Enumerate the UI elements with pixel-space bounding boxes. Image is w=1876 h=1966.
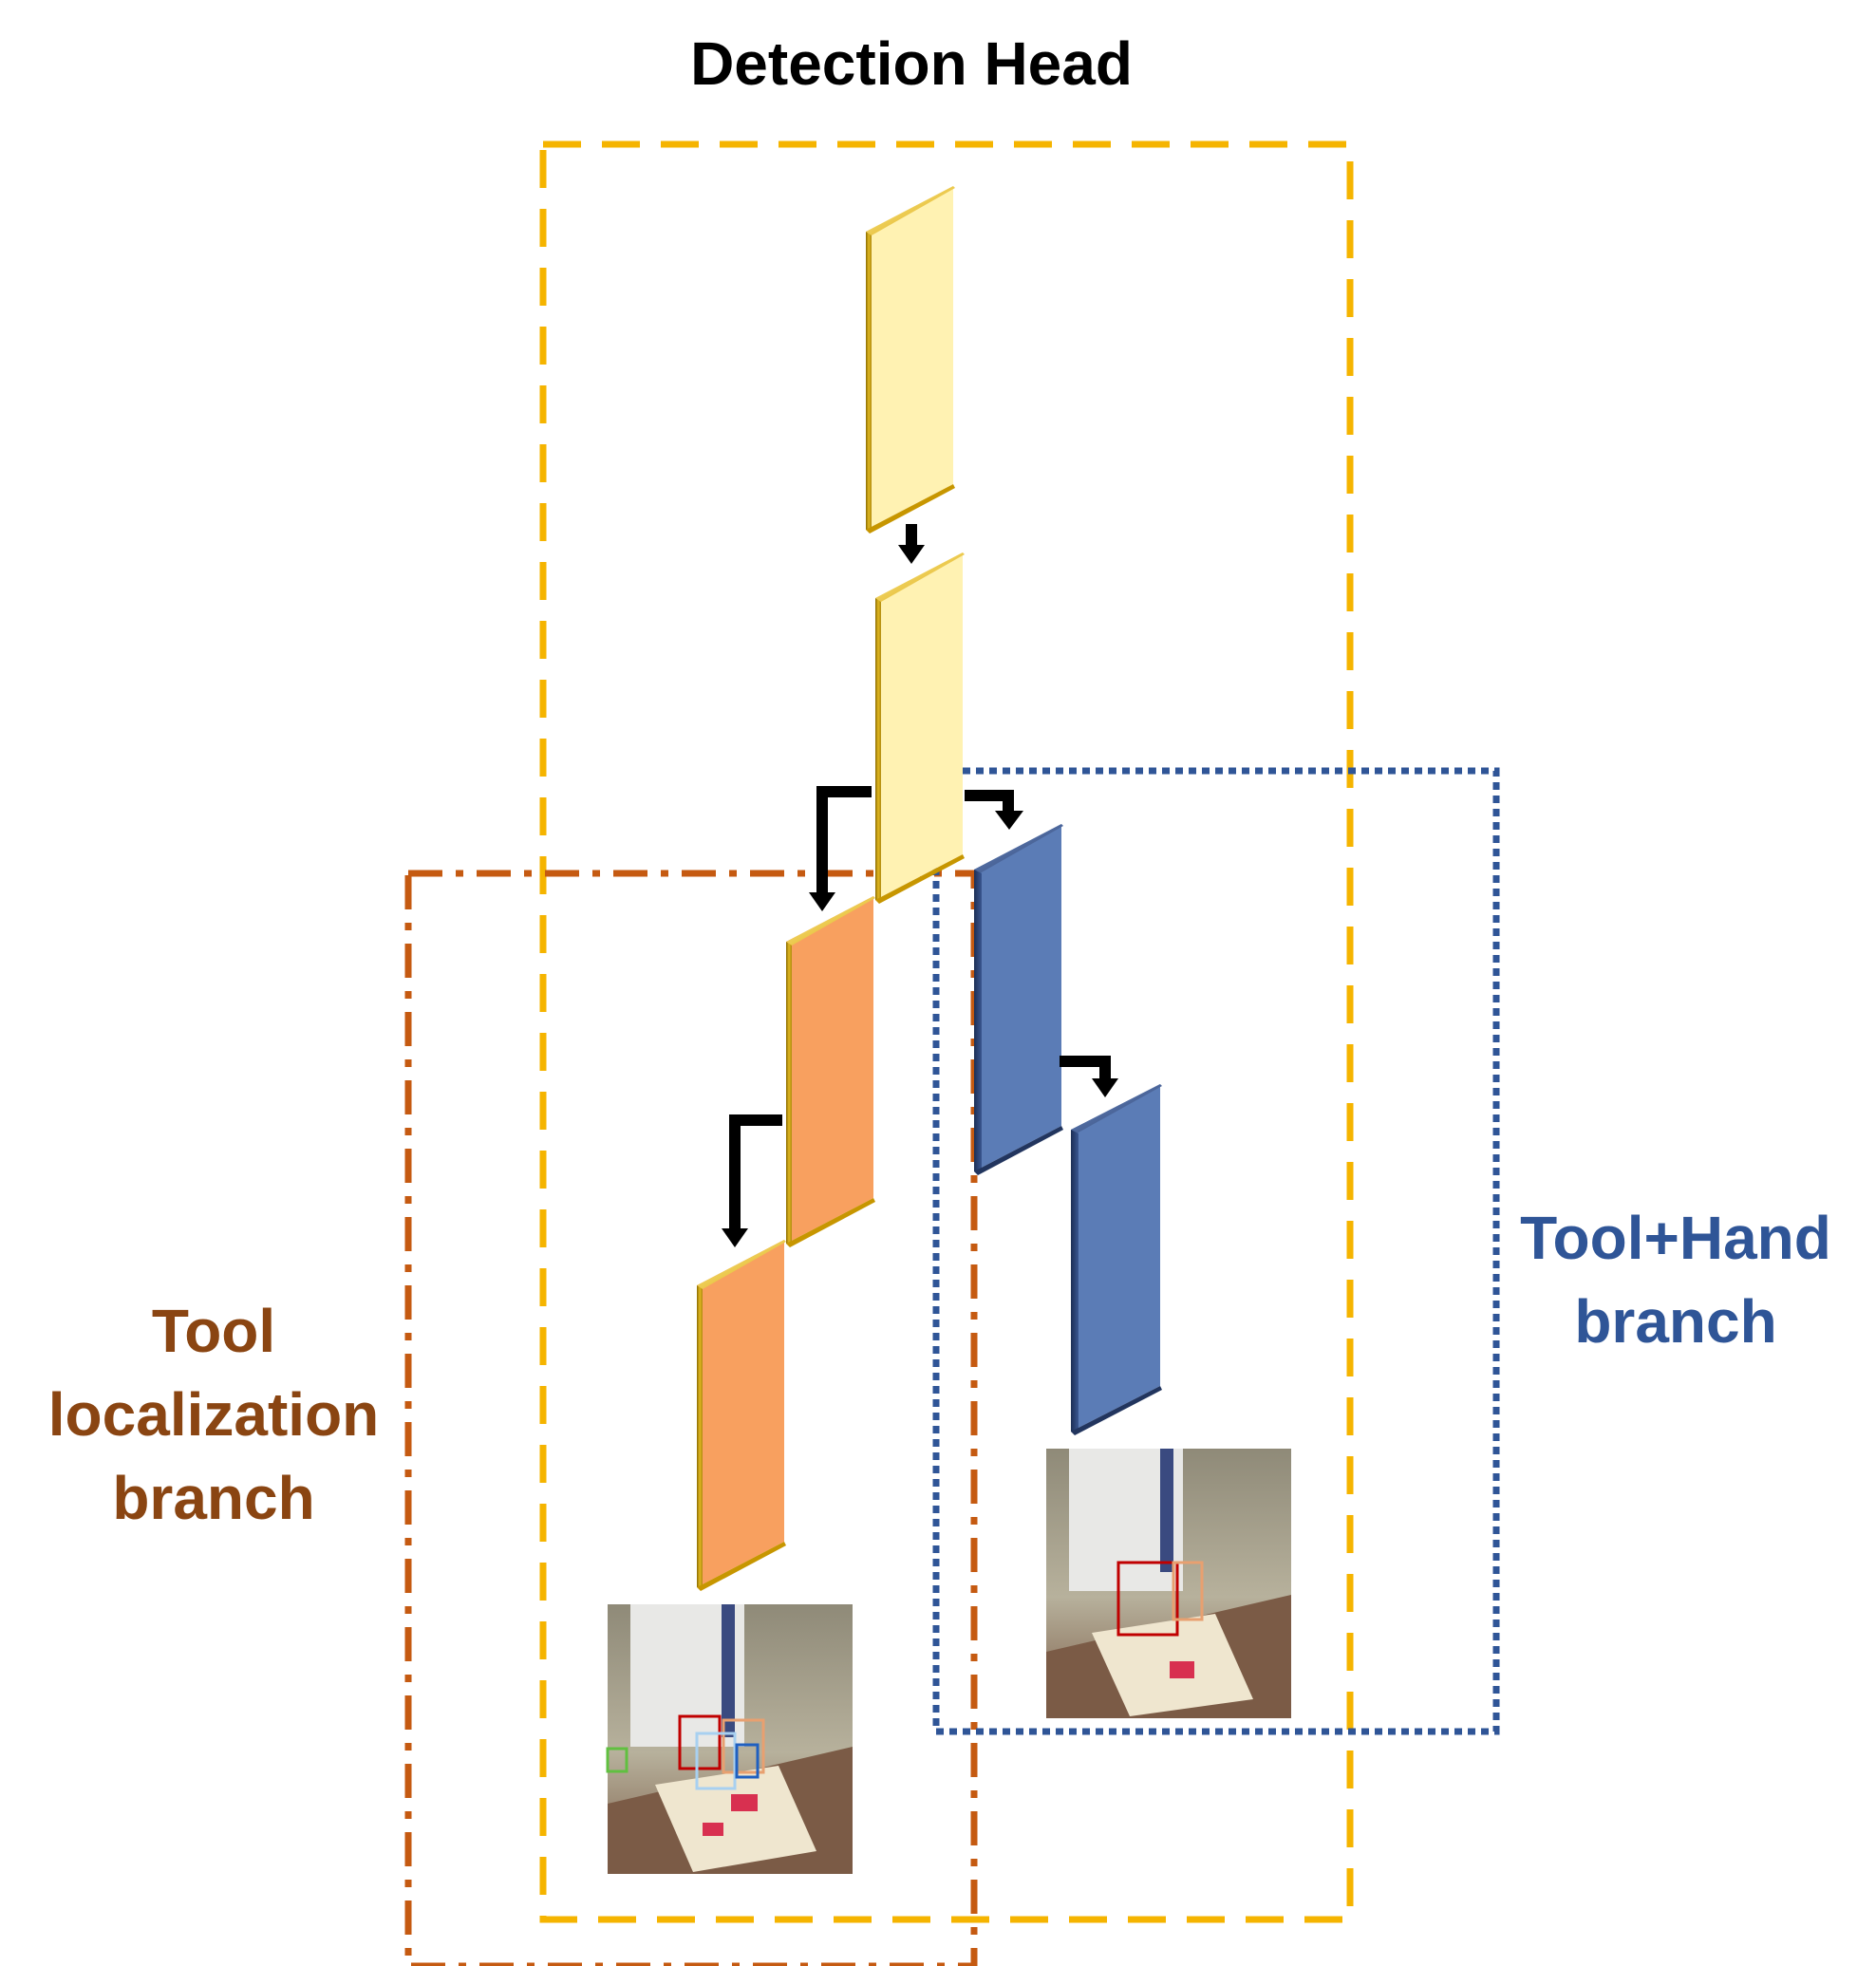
- hand-label-line-2: branch: [1574, 1287, 1777, 1356]
- arrow-hand1-to-hand2: [1060, 1056, 1118, 1097]
- diagram-title: Detection Head: [690, 29, 1133, 98]
- tool-label-line-3: branch: [112, 1464, 315, 1532]
- head-layer-2: [875, 552, 965, 904]
- tool-hand-label: Tool+Hand branch: [1500, 1196, 1851, 1363]
- tool-hand-region: [932, 767, 1500, 1735]
- tool-label-line-1: Tool: [151, 1297, 276, 1365]
- arrow-head1-to-head2: [898, 524, 925, 564]
- arrow-head2-to-tool1: [809, 786, 872, 911]
- tool-localization-region: [404, 870, 978, 1966]
- hand-label-line-1: Tool+Hand: [1520, 1204, 1831, 1272]
- tool-output-image: [606, 1604, 853, 1874]
- arrow-head2-to-hand1: [965, 790, 1023, 830]
- head-layer-1: [866, 186, 955, 534]
- hand-output-image: [1046, 1449, 1291, 1718]
- hand-layer-2: [1071, 1084, 1162, 1435]
- arrow-tool1-to-tool2: [722, 1114, 782, 1247]
- tool-layer-1: [786, 896, 875, 1247]
- hand-layer-1: [974, 824, 1063, 1175]
- tool-layer-2: [697, 1240, 786, 1591]
- tool-localization-label: Tool localization branch: [38, 1289, 389, 1540]
- tool-label-line-2: localization: [47, 1380, 380, 1449]
